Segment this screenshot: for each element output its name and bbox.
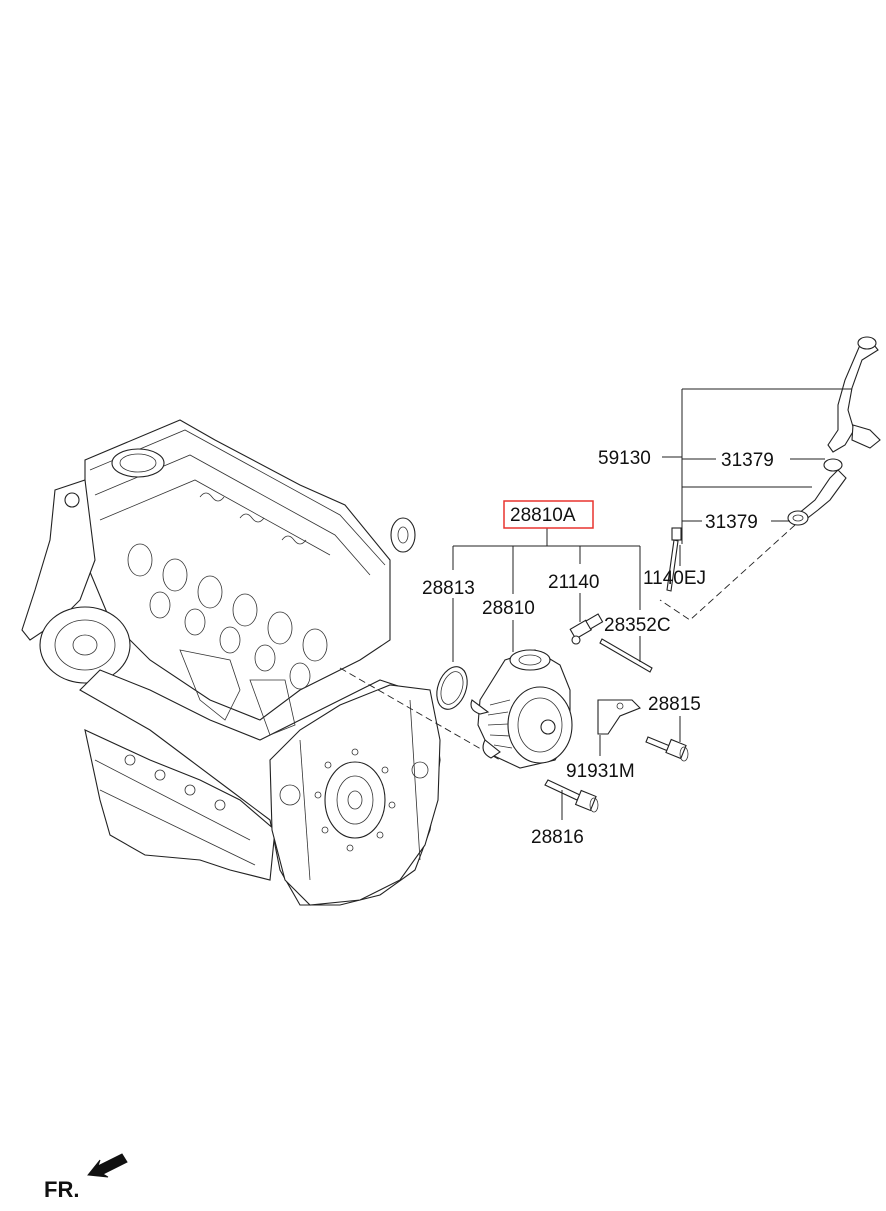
fitting bbox=[569, 613, 604, 645]
label-28352c[interactable]: 28352C bbox=[604, 615, 671, 636]
front-arrow-icon bbox=[87, 1153, 128, 1178]
label-59130[interactable]: 59130 bbox=[598, 448, 651, 469]
label-28810a[interactable]: 28810A bbox=[510, 505, 576, 526]
highlight-box bbox=[503, 500, 594, 529]
bolt-28816 bbox=[544, 779, 599, 813]
label-28813[interactable]: 28813 bbox=[422, 578, 475, 599]
label-31379-upper[interactable]: 31379 bbox=[721, 450, 774, 471]
vacuum-pump bbox=[470, 649, 573, 769]
attachment-line bbox=[339, 667, 501, 761]
label-28816[interactable]: 28816 bbox=[531, 827, 584, 848]
stud bbox=[599, 638, 653, 673]
bolt-1140ej bbox=[666, 527, 682, 592]
label-91931m[interactable]: 91931M bbox=[566, 761, 635, 782]
label-28810[interactable]: 28810 bbox=[482, 598, 535, 619]
label-28815[interactable]: 28815 bbox=[648, 694, 701, 715]
engine-block bbox=[21, 419, 441, 906]
bolt-28815 bbox=[645, 736, 689, 762]
hose-assy bbox=[787, 336, 881, 526]
bracket bbox=[597, 699, 641, 735]
label-21140[interactable]: 21140 bbox=[548, 572, 599, 593]
o-ring bbox=[436, 666, 468, 710]
label-31379-lower[interactable]: 31379 bbox=[705, 512, 758, 533]
label-1140ej[interactable]: 1140EJ bbox=[643, 568, 706, 589]
front-indicator-label: FR. bbox=[44, 1177, 79, 1202]
callout-lines bbox=[452, 388, 852, 820]
